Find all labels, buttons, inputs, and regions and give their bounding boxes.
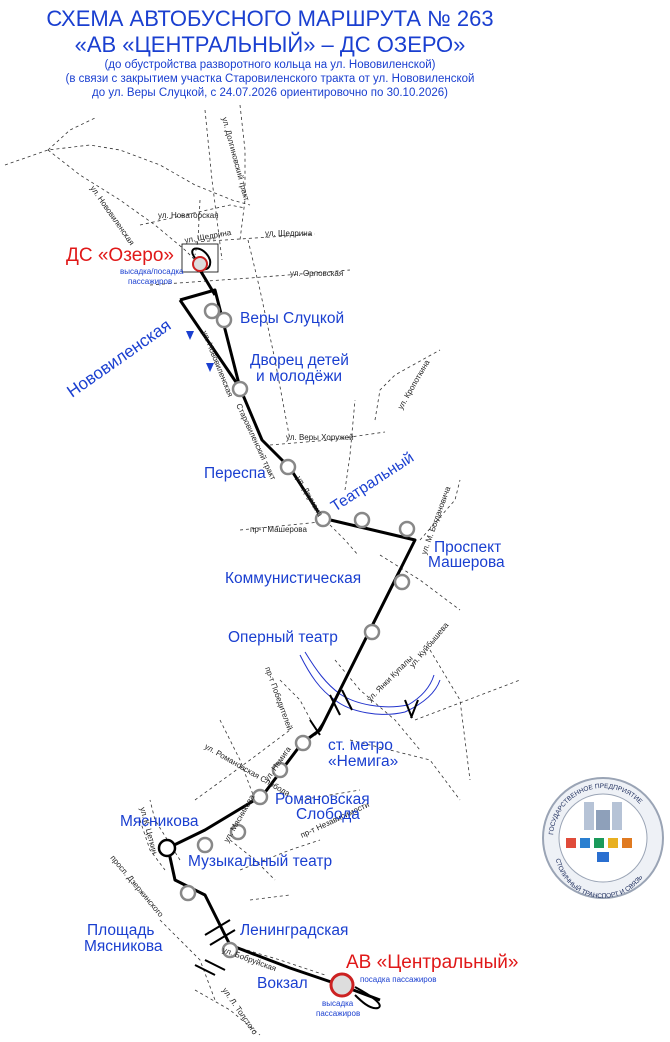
stop-label-ploshchad-line1: Площадь xyxy=(87,922,154,939)
stop-label-leningradskaya: Ленинградская xyxy=(240,922,348,939)
stop-label-myasnikova: Мясникова xyxy=(120,813,199,830)
terminal-label-ozero: ДС «Озеро» xyxy=(66,245,174,266)
stop-marker-10 xyxy=(294,734,312,752)
stop-marker-13 xyxy=(229,823,247,841)
junction-marker xyxy=(157,838,177,858)
street-label-12: пр-т Машерова xyxy=(250,525,307,534)
street-label-14: пр-т Победителей xyxy=(263,666,294,732)
direction-arrows xyxy=(186,331,214,372)
stop-marker-7 xyxy=(398,520,416,538)
route-subtitle-2: (в связи с закрытием участка Старовиленс… xyxy=(65,73,475,85)
street-label-2: ул. Нововиленская xyxy=(88,184,136,247)
terminal-note-tsentralny-1: высадка xyxy=(322,999,354,1008)
route-subtitle-3: до ул. Веры Слуцкой, с 24.07.2026 ориент… xyxy=(92,87,448,99)
street-label-1: ул. Долгиновский тракт xyxy=(220,116,251,202)
stop-marker-16 xyxy=(221,941,239,959)
street-label-10: ул. Веры Хоружей xyxy=(286,433,354,442)
south-loop xyxy=(354,986,381,1010)
stop-label-prospekt-line2: Машерова xyxy=(428,554,505,571)
stop-marker-5 xyxy=(314,510,332,528)
stop-label-muzykalny-teatr: Музыкальный театр xyxy=(188,853,332,870)
street-label-16: ул. Куйбышева xyxy=(408,620,451,669)
route-subtitle-1: (до обустройства разворотного кольца на … xyxy=(104,59,436,71)
stop-marker-4 xyxy=(279,458,297,476)
stop-label-perespa: Переспа xyxy=(204,465,266,482)
bridge-symbols xyxy=(194,689,419,976)
terminal-note-ozero-1: высадка/посадка xyxy=(120,267,184,276)
terminal-note-ozero-2: пассажиров xyxy=(128,277,172,286)
street-label-8: ул. Кропоткина xyxy=(396,358,432,411)
south-terminal-marker xyxy=(329,972,355,998)
street-label-3: ул. Новаторская xyxy=(158,211,219,220)
stop-label-romanovskaya-line2: Слобода xyxy=(296,806,360,823)
street-label-11: ул. Двумана xyxy=(294,475,325,519)
stop-label-vera-slutskoy: Веры Слуцкой xyxy=(240,310,344,327)
terminal-note-tsentralny-2: пассажиров xyxy=(316,1009,360,1018)
stop-marker-1 xyxy=(215,311,233,329)
stop-label-vokzal: Вокзал xyxy=(257,975,308,992)
stop-marker-3 xyxy=(231,380,249,398)
stop-markers xyxy=(179,302,416,959)
street-label-7: ул. Нововиленская xyxy=(200,329,235,398)
stop-marker-12 xyxy=(251,788,269,806)
area-label-novovilenskaya: Нововиленская xyxy=(63,316,174,402)
stop-label-nemiga-line1: ст. метро xyxy=(328,737,393,754)
stop-marker-8 xyxy=(393,573,411,591)
stop-marker-2 xyxy=(203,302,221,320)
stop-marker-11 xyxy=(271,761,289,779)
stop-marker-15 xyxy=(179,884,197,902)
terminal-note-tsentralny-top: посадка пассажиров xyxy=(360,975,436,984)
street-label-21: просп. Дзержинского xyxy=(108,854,165,920)
stop-label-prospekt-line1: Проспект xyxy=(434,539,501,556)
stop-marker-9 xyxy=(363,623,381,641)
stop-marker-14 xyxy=(196,836,214,854)
street-label-15: ул. Янки Купалы xyxy=(365,654,415,704)
map-header: СХЕМА АВТОБУСНОГО МАРШРУТА № 263 «АВ «ЦЕ… xyxy=(0,6,540,100)
street-network xyxy=(4,104,521,1036)
stop-label-romanovskaya-line1: Романовская xyxy=(275,791,370,808)
stop-label-dvorets-line1: Дворец детей xyxy=(250,352,349,369)
stop-label-ploshchad-line2: Мясникова xyxy=(84,938,163,955)
stop-labels: Веры Слуцкой Дворец детей и молодёжи Пер… xyxy=(63,310,505,992)
street-label-5: ул. Щедрина xyxy=(265,229,313,238)
stop-label-dvorets-line2: и молодёжи xyxy=(256,368,342,385)
stop-label-kommunisticheskaya: Коммунистическая xyxy=(225,570,361,587)
stop-label-teatralny: Театральный xyxy=(328,449,417,515)
street-label-4: ул. Щедрина xyxy=(184,228,233,245)
route-title-line1: СХЕМА АВТОБУСНОГО МАРШРУТА № 263 xyxy=(46,6,494,31)
north-terminal-marker xyxy=(192,256,208,272)
street-label-24: ул. Л. Толстого xyxy=(220,986,259,1037)
operator-logo: ГОСУДАРСТВЕННОЕ ПРЕДПРИЯТИЕ СТОЛИЧНЫЙ ТР… xyxy=(542,777,664,900)
terminal-label-tsentralny: АВ «Центральный» xyxy=(346,952,518,973)
stop-label-nemiga-line2: «Немига» xyxy=(328,753,398,770)
street-label-6: ул. Орловская xyxy=(290,269,343,278)
stop-label-operny-teatr: Оперный театр xyxy=(228,629,338,646)
stop-marker-6 xyxy=(353,511,371,529)
route-title-line2: «АВ «ЦЕНТРАЛЬНЫЙ» – ДС ОЗЕРО» xyxy=(74,32,466,57)
